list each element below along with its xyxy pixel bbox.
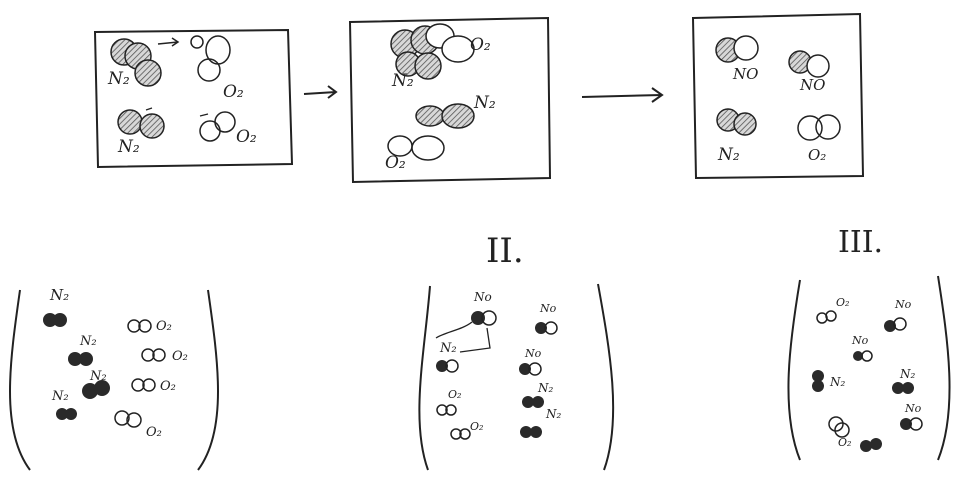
n2-label: N₂ <box>829 375 846 389</box>
o2-molecule <box>450 428 471 440</box>
box-2-frame <box>348 16 552 184</box>
o2-molecule <box>828 416 850 438</box>
beaker-label-3: III. <box>838 225 883 260</box>
n2-molecule <box>82 380 110 399</box>
bracket-line <box>435 321 491 353</box>
o2-label: O₂ <box>836 296 849 309</box>
o2-molecule <box>127 319 152 333</box>
n2-label: N₂ <box>391 71 414 91</box>
no-label: No <box>524 347 542 360</box>
o2-label: O₂ <box>236 127 257 147</box>
arrow-right-icon <box>581 87 664 103</box>
n2-label: N₂ <box>439 341 457 356</box>
no-molecule <box>788 50 830 78</box>
n2-molecule <box>522 396 544 408</box>
n2-molecule <box>520 426 542 438</box>
o2-molecule <box>199 111 236 142</box>
box-3-frame <box>691 12 865 180</box>
o2-label: O₂ <box>838 436 851 449</box>
n2-molecule <box>56 408 77 420</box>
n2-molecule <box>68 352 93 366</box>
o2-label: O₂ <box>223 82 244 102</box>
n2-label: N₂ <box>107 69 130 89</box>
no-molecule <box>715 35 759 63</box>
n2-molecule <box>716 108 757 136</box>
no-label: No <box>539 302 557 315</box>
o2-label: O₂ <box>448 388 461 401</box>
o2-label: O₂ <box>156 319 172 334</box>
o2-molecule <box>797 114 841 141</box>
n2-label: N₂ <box>79 334 97 349</box>
o2-label: O₂ <box>470 35 491 55</box>
n2-label: N₂ <box>537 381 554 395</box>
o2-label: O₂ <box>172 349 188 364</box>
box-3: NO NO N₂ O₂ <box>691 12 865 180</box>
o2-label: O₂ <box>808 146 826 164</box>
n2-label: N₂ <box>51 389 69 404</box>
beaker-3: III. O₂ No No N₂ N₂ No O₂ <box>787 225 951 461</box>
no-molecule <box>900 417 923 431</box>
n2-label: N₂ <box>473 93 496 113</box>
no-label: NO <box>799 76 825 94</box>
beaker-2: II. No N₂ No No O₂ N₂ O₂ N₂ <box>418 231 615 471</box>
n2-molecule <box>415 103 475 129</box>
o2-molecule <box>387 135 445 161</box>
o2-label: O₂ <box>470 420 483 433</box>
n2-label: N₂ <box>49 286 69 304</box>
n2-molecule <box>110 38 162 87</box>
o2-molecule <box>190 35 231 82</box>
n2-molecule <box>860 438 882 452</box>
beaker-1-outline <box>9 289 219 471</box>
box-2: O₂ N₂ N₂ O₂ <box>348 16 552 184</box>
arrow-right-icon <box>303 85 338 99</box>
beaker-label-2: II. <box>486 231 524 271</box>
o2-label: O₂ <box>160 379 176 394</box>
n2-label: N₂ <box>717 145 740 165</box>
n2-molecule <box>812 370 824 392</box>
no-molecule <box>884 317 907 332</box>
motion-arrow <box>157 37 180 47</box>
beaker-3-outline <box>787 275 951 461</box>
no-molecule <box>853 350 873 362</box>
no-molecule <box>436 359 459 373</box>
box-1-frame <box>93 28 294 169</box>
n2-molecule <box>892 382 914 394</box>
o2-label: O₂ <box>385 153 406 173</box>
beaker-2-outline <box>418 283 615 471</box>
o2-molecule <box>436 404 457 416</box>
n2-molecule <box>43 313 67 327</box>
o2-molecule <box>131 378 156 392</box>
n2-label: N₂ <box>545 407 562 421</box>
no-molecule <box>471 310 497 326</box>
o2-molecule <box>141 348 166 362</box>
no-label: No <box>904 402 922 415</box>
no-molecule <box>519 362 542 376</box>
no-label: No <box>473 290 492 304</box>
o2-molecule <box>816 310 837 324</box>
no-label: No <box>894 298 912 311</box>
box-1: N₂ O₂ N₂ O₂ <box>93 28 294 169</box>
beaker-1: N₂ N₂ N₂ N₂ O₂ O₂ O₂ O₂ <box>9 286 219 471</box>
o2-molecule <box>114 410 142 428</box>
molecule-cluster <box>390 23 475 80</box>
no-label: NO <box>732 65 758 83</box>
n2-molecule <box>117 107 165 139</box>
no-label: No <box>851 334 869 347</box>
no-molecule <box>535 321 558 335</box>
n2-label: N₂ <box>117 137 140 157</box>
o2-label: O₂ <box>146 425 162 440</box>
n2-label: N₂ <box>899 367 916 381</box>
